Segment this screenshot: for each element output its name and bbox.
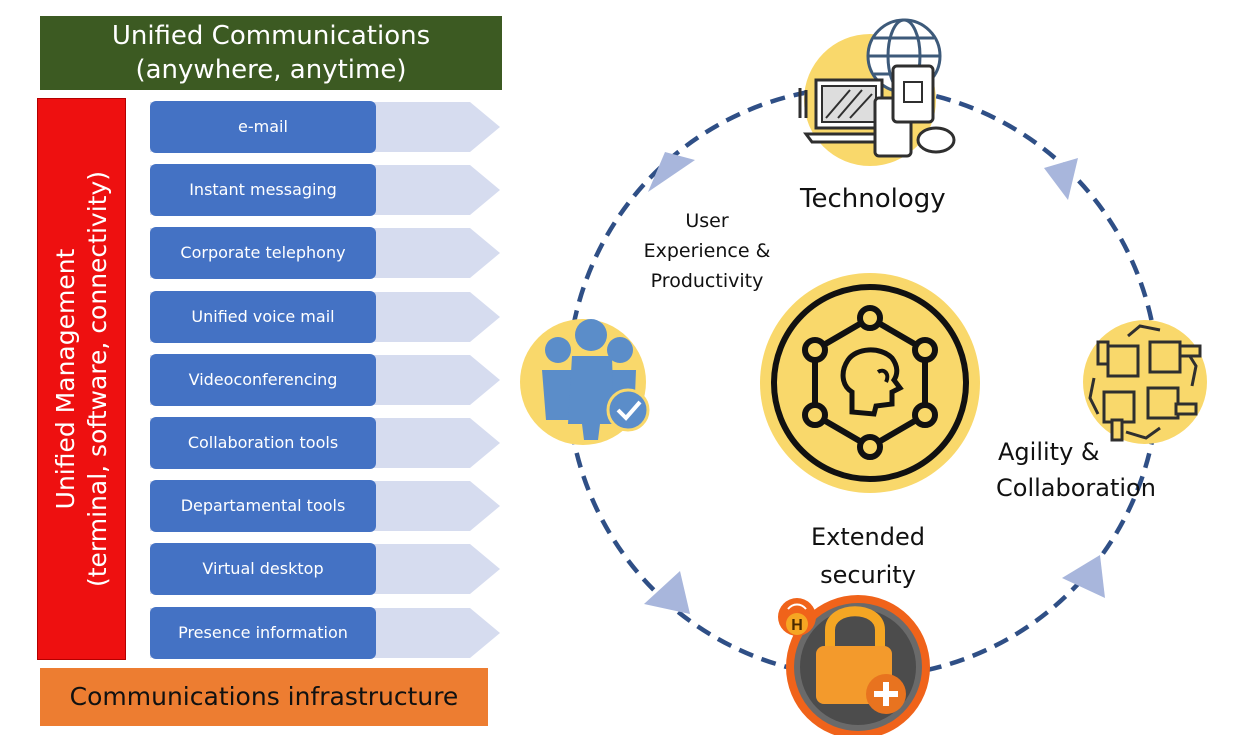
banner-subtitle: (anywhere, anytime) <box>135 55 407 85</box>
agility-label-line1: Agility & <box>998 438 1100 466</box>
service-label: Corporate telephony <box>150 227 376 280</box>
service-label: Presence information <box>150 606 376 659</box>
service-label: Virtual desktop <box>150 543 376 596</box>
service-row: Instant messaging <box>150 164 500 217</box>
center-node <box>760 273 980 493</box>
head-network-icon <box>802 305 938 460</box>
service-row: Virtual desktop <box>150 543 500 596</box>
user-label-line1: User <box>685 210 729 232</box>
service-row: Departamental tools <box>150 480 500 533</box>
service-row: Presence information <box>150 606 500 659</box>
cycle-arrow-top-left <box>648 152 695 192</box>
service-label: e-mail <box>150 101 376 153</box>
service-row: Videoconferencing <box>150 353 500 406</box>
service-label: Videoconferencing <box>150 353 376 406</box>
agility-node <box>1083 320 1207 444</box>
communications-infrastructure-banner: Communications infrastructure <box>40 668 488 726</box>
cycle-arrow-top-right <box>1044 158 1078 200</box>
service-row: Unified voice mail <box>150 290 500 343</box>
security-label-line2: security <box>820 561 916 589</box>
service-label: Instant messaging <box>150 164 376 217</box>
devices-icon <box>798 18 956 158</box>
security-badge-text: H <box>791 617 803 634</box>
extended-security-label: Extended security <box>795 518 941 594</box>
banner-title: Unified Communications <box>111 21 431 51</box>
unified-communications-banner: Unified Communications (anywhere, anytim… <box>40 16 502 90</box>
user-label-line3: Productivity <box>650 270 764 292</box>
agility-label-line2: Collaboration <box>996 474 1156 502</box>
padlock-plus-icon <box>816 606 906 714</box>
technology-node <box>798 18 956 166</box>
agility-label: Agility & Collaboration <box>996 434 1156 506</box>
user-label-line2: Experience & <box>643 240 771 262</box>
unified-management-bar: Unified Management (terminal, software, … <box>37 98 126 660</box>
service-row: Corporate telephony <box>150 227 500 280</box>
technology-label: Technology <box>800 184 946 214</box>
joined-hands-icon <box>1088 324 1202 442</box>
people-check-icon <box>542 319 650 440</box>
user-experience-label: User Experience & Productivity <box>632 206 782 296</box>
cycle-arrow-bottom-left <box>644 571 690 614</box>
cycle-arrow-bottom-right <box>1062 555 1105 598</box>
service-label: Collaboration tools <box>150 417 376 469</box>
user-node <box>520 319 650 445</box>
badge-h-icon: H <box>778 598 816 636</box>
security-label-line1: Extended <box>811 523 925 551</box>
security-node: H <box>778 595 930 735</box>
service-label: Unified voice mail <box>150 290 376 343</box>
service-label: Departamental tools <box>150 480 376 533</box>
service-row: e-mail <box>150 101 500 153</box>
service-row: Collaboration tools <box>150 417 500 469</box>
